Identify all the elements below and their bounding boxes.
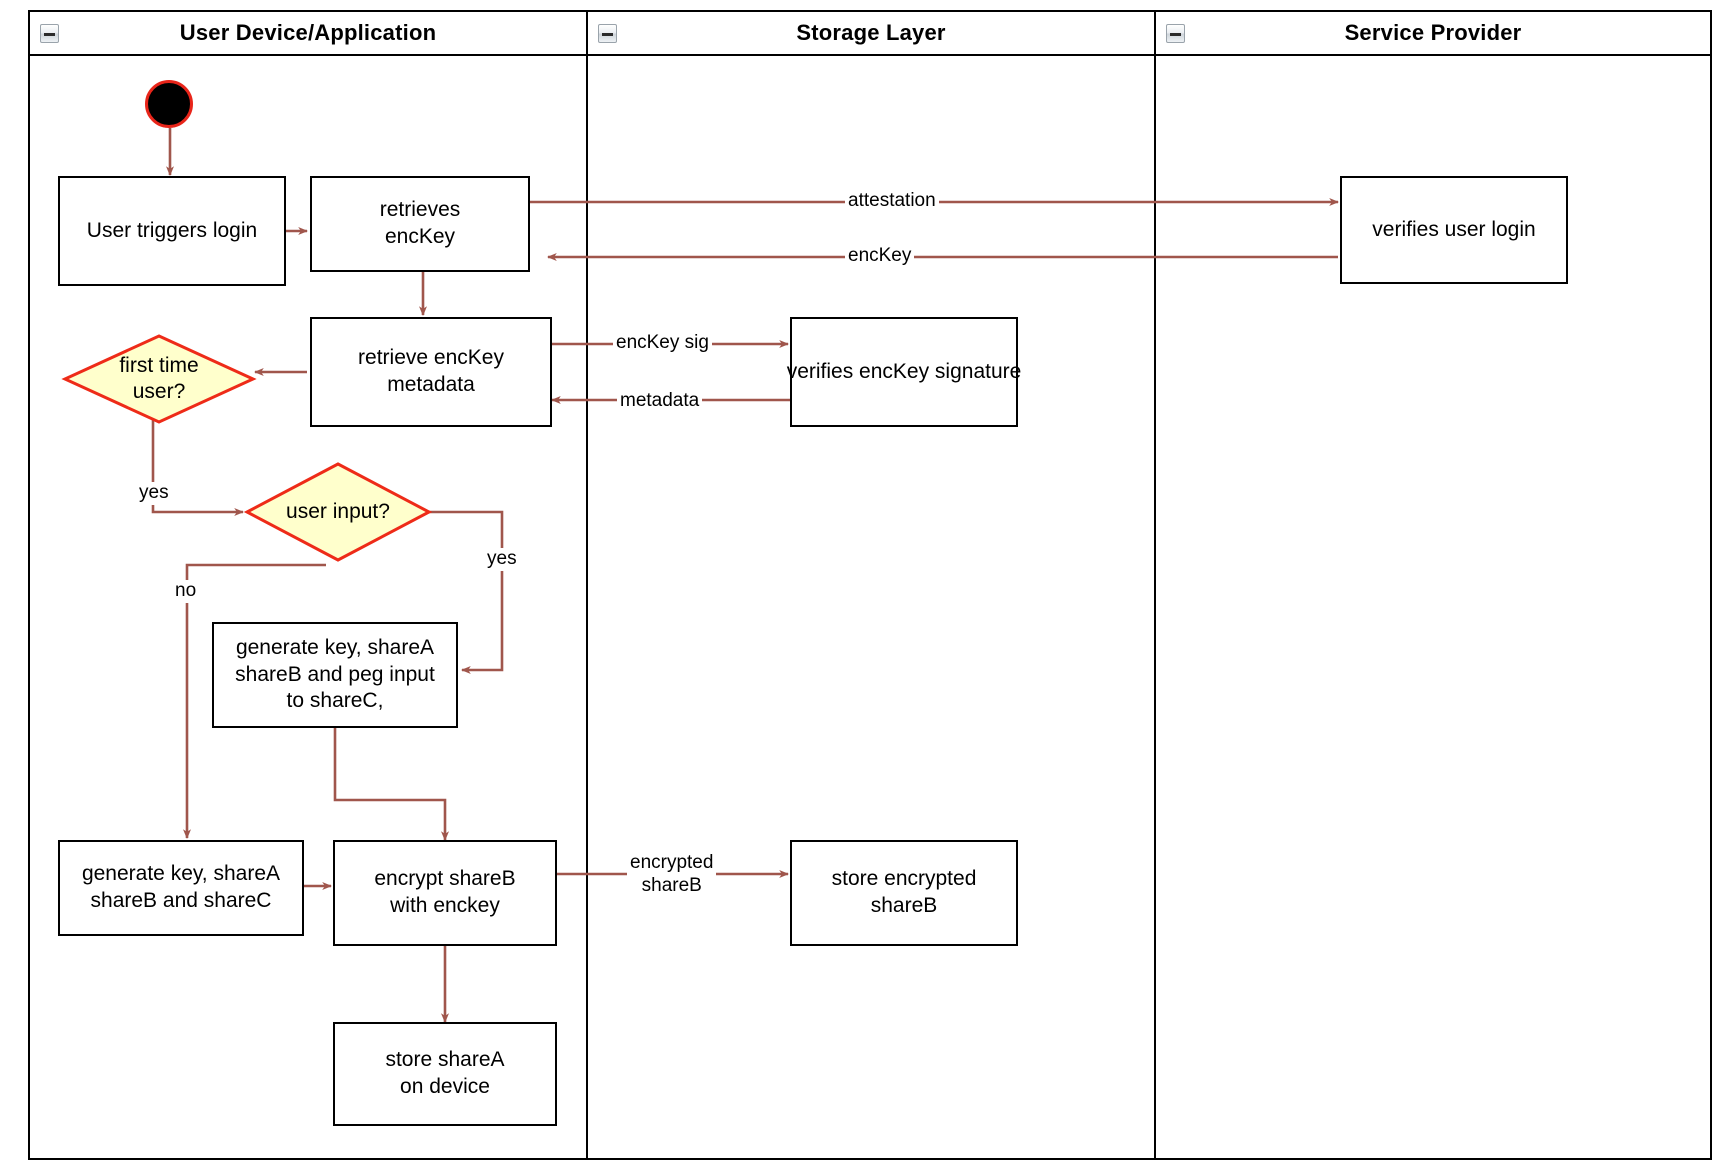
node-retrieves-enckey[interactable]: retrieves encKey [310,176,530,272]
node-encrypt-shareb[interactable]: encrypt shareB with enckey [333,840,557,946]
collapse-minus-icon[interactable] [1166,24,1185,43]
edge-label-yes-user-input: yes [484,548,520,571]
edge-label-enckey: encKey [845,245,915,268]
node-generate-peg-input[interactable]: generate key, shareA shareB and peg inpu… [212,622,458,728]
node-retrieve-enckey-metadata[interactable]: retrieve encKey metadata [310,317,552,427]
edge-label-yes-first-time: yes [136,482,172,505]
edge-label-enckey-sig: encKey sig [613,332,712,355]
edge-label-encrypted-shareb: encrypted shareB [627,852,717,898]
edge-label-attestation: attestation [845,190,939,213]
node-store-encrypted-shareb[interactable]: store encrypted shareB [790,840,1018,946]
swimlane-header-service-provider[interactable]: Service Provider [1156,12,1710,56]
node-generate-shares[interactable]: generate key, shareA shareB and shareC [58,840,304,936]
decision-first-time-user[interactable]: first time user? [61,334,257,424]
node-verifies-user-login[interactable]: verifies user login [1340,176,1568,284]
decision-first-time-user-label: first time user? [119,354,199,403]
node-store-sharea-on-device[interactable]: store shareA on device [333,1022,557,1126]
decision-user-input[interactable]: user input? [243,462,433,562]
node-verifies-enckey-signature[interactable]: verifies encKey signature [787,317,1021,427]
swimlane-header-user-device[interactable]: User Device/Application [30,12,586,56]
initial-node[interactable] [145,80,193,128]
decision-shape [243,462,433,562]
swimlane-title-storage-layer: Storage Layer [796,20,946,45]
swimlane-title-service-provider: Service Provider [1344,20,1522,45]
collapse-minus-icon[interactable] [40,24,59,43]
edge-label-metadata: metadata [617,390,703,413]
edge-label-no-user-input: no [172,580,200,603]
decision-user-input-label: user input? [286,500,390,524]
node-user-triggers-login[interactable]: User triggers login [58,176,286,286]
swimlane-title-user-device: User Device/Application [179,20,437,45]
swimlane-header-storage-layer[interactable]: Storage Layer [588,12,1154,56]
swimlane-storage-layer[interactable]: Storage Layer [586,10,1156,1160]
collapse-minus-icon[interactable] [598,24,617,43]
